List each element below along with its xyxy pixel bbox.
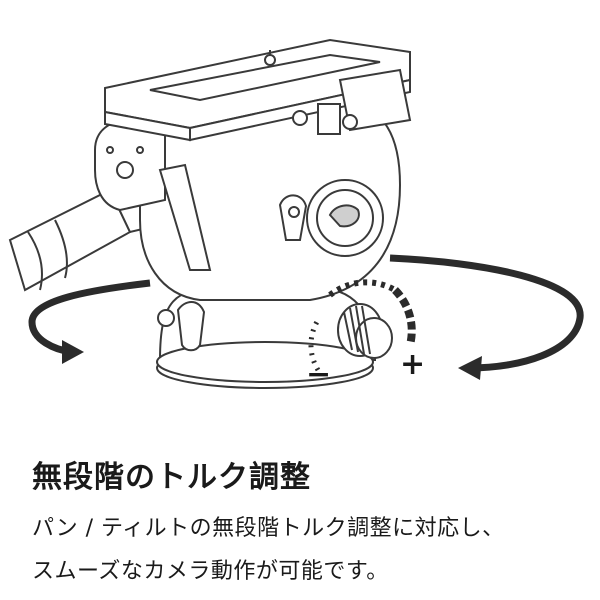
feature-description-line-2: スムーズなカメラ動作が可能です。	[32, 559, 389, 584]
brand-medallion-icon	[306, 179, 384, 257]
torque-plus-label: +	[400, 347, 425, 382]
torque-minus-label: −	[306, 357, 331, 392]
rotation-arrow-right	[389, 254, 584, 380]
tilt-lock-knob	[278, 194, 308, 241]
feature-heading: 無段階のトルク調整	[32, 460, 311, 495]
camera-plate	[104, 38, 412, 142]
feature-description-line-1: パン / ティルトの無段階トルク調整に対応し、	[32, 516, 505, 541]
fluid-head-illustration: − +	[8, 38, 584, 392]
torque-dial	[308, 279, 416, 372]
rotation-arrow-left	[28, 279, 151, 364]
